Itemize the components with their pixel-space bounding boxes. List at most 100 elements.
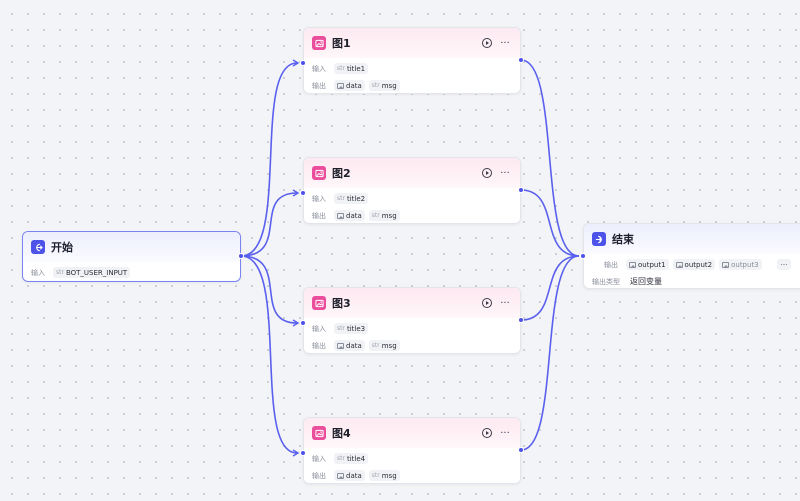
image-node-1-output-port[interactable] bbox=[518, 57, 524, 63]
edge-start-to-image-3 bbox=[240, 255, 298, 324]
image-node-title: 图2 bbox=[332, 167, 351, 180]
more-outputs-button[interactable]: ··· bbox=[777, 259, 791, 270]
edge-image-4-to-end bbox=[520, 255, 580, 451]
variable-name: data bbox=[346, 211, 362, 220]
variable-tag: str BOT_USER_INPUT bbox=[53, 267, 131, 278]
image-node-2-input-port[interactable] bbox=[300, 190, 306, 196]
image-type-icon bbox=[337, 342, 344, 349]
play-circle-icon[interactable] bbox=[480, 36, 494, 50]
image-node-header: 图4 ··· bbox=[304, 418, 520, 448]
output-label: 输出 bbox=[312, 341, 326, 350]
image-gen-icon bbox=[312, 36, 326, 50]
edge-image-1-to-end bbox=[520, 59, 580, 257]
edge-arrowhead bbox=[292, 319, 300, 327]
image-type-icon bbox=[337, 82, 344, 89]
output-label: 输出 bbox=[312, 471, 326, 480]
input-label: 输入 bbox=[312, 194, 326, 203]
image-node-header: 图1 ··· bbox=[304, 28, 520, 58]
output-tag-2: output2 bbox=[672, 259, 716, 270]
output-tag-data: data bbox=[334, 80, 365, 91]
edge-arrowhead bbox=[292, 449, 300, 457]
start-node[interactable]: 开始 输入 str BOT_USER_INPUT bbox=[22, 231, 241, 282]
start-icon bbox=[31, 240, 45, 254]
type-str: str bbox=[371, 472, 380, 479]
start-node-title: 开始 bbox=[51, 241, 73, 254]
variable-name: title3 bbox=[346, 324, 366, 333]
input-label: 输入 bbox=[31, 268, 45, 277]
image-node-2-output-port[interactable] bbox=[518, 187, 524, 193]
edge-image-2-to-end bbox=[520, 189, 580, 257]
image-type-icon bbox=[629, 261, 636, 268]
variable-name: msg bbox=[381, 211, 397, 220]
variable-name: BOT_USER_INPUT bbox=[65, 268, 128, 277]
image-node-3-output-port[interactable] bbox=[518, 317, 524, 323]
end-input-port[interactable] bbox=[580, 253, 586, 259]
play-circle-icon[interactable] bbox=[480, 426, 494, 440]
type-str: str bbox=[337, 195, 345, 202]
image-node-3-input-port[interactable] bbox=[300, 320, 306, 326]
more-icon[interactable]: ··· bbox=[500, 37, 510, 49]
variable-name: msg bbox=[381, 471, 397, 480]
type-str: str bbox=[337, 455, 345, 462]
type-str: str bbox=[371, 212, 380, 219]
image-node-1-input-port[interactable] bbox=[300, 60, 306, 66]
start-output-port[interactable] bbox=[238, 253, 244, 259]
image-node-title: 图4 bbox=[332, 427, 351, 440]
type-str: str bbox=[371, 82, 380, 89]
image-node-title: 图1 bbox=[332, 37, 351, 50]
edge-start-to-image-2 bbox=[240, 192, 298, 257]
variable-name: title4 bbox=[346, 454, 366, 463]
image-node-header: 图3 ··· bbox=[304, 288, 520, 318]
more-icon[interactable]: ··· bbox=[500, 427, 510, 439]
end-node-title: 结束 bbox=[612, 233, 634, 246]
edge-image-3-to-end bbox=[520, 255, 580, 321]
end-node[interactable]: 结束 输出 output1 output2 output3 ··· 输出类型 返… bbox=[583, 223, 800, 289]
image-node-title: 图3 bbox=[332, 297, 351, 310]
image-node-4-output-port[interactable] bbox=[518, 447, 524, 453]
variable-name: data bbox=[346, 341, 362, 350]
play-circle-icon[interactable] bbox=[480, 166, 494, 180]
image-type-icon bbox=[337, 472, 344, 479]
more-icon[interactable]: ··· bbox=[500, 167, 510, 179]
image-node-4-input-port[interactable] bbox=[300, 450, 306, 456]
edge-start-to-image-4 bbox=[240, 255, 298, 454]
start-input-row: 输入 str BOT_USER_INPUT bbox=[31, 264, 232, 281]
image-gen-icon bbox=[312, 296, 326, 310]
more-icon[interactable]: ··· bbox=[500, 297, 510, 309]
image-gen-icon bbox=[312, 166, 326, 180]
play-circle-icon[interactable] bbox=[480, 296, 494, 310]
edge-start-to-image-1 bbox=[240, 62, 298, 257]
variable-name: title1 bbox=[346, 64, 366, 73]
end-icon bbox=[592, 232, 606, 246]
variable-name: data bbox=[346, 81, 362, 90]
output-tag-3: output3 bbox=[719, 259, 762, 270]
output-type-value: 返回变量 bbox=[630, 277, 662, 286]
image-type-icon bbox=[722, 261, 730, 268]
output-label: 输出 bbox=[312, 81, 326, 90]
output-tag-1: output1 bbox=[626, 259, 669, 270]
variable-name: msg bbox=[381, 341, 397, 350]
edge-arrowhead bbox=[292, 59, 300, 67]
output-tag-data: data bbox=[334, 340, 365, 351]
output-label: 输出 bbox=[312, 211, 326, 220]
variable-name: title2 bbox=[346, 194, 366, 203]
start-node-header: 开始 bbox=[23, 232, 240, 262]
image-type-icon bbox=[337, 212, 344, 219]
output-tag-data: data bbox=[334, 470, 365, 481]
